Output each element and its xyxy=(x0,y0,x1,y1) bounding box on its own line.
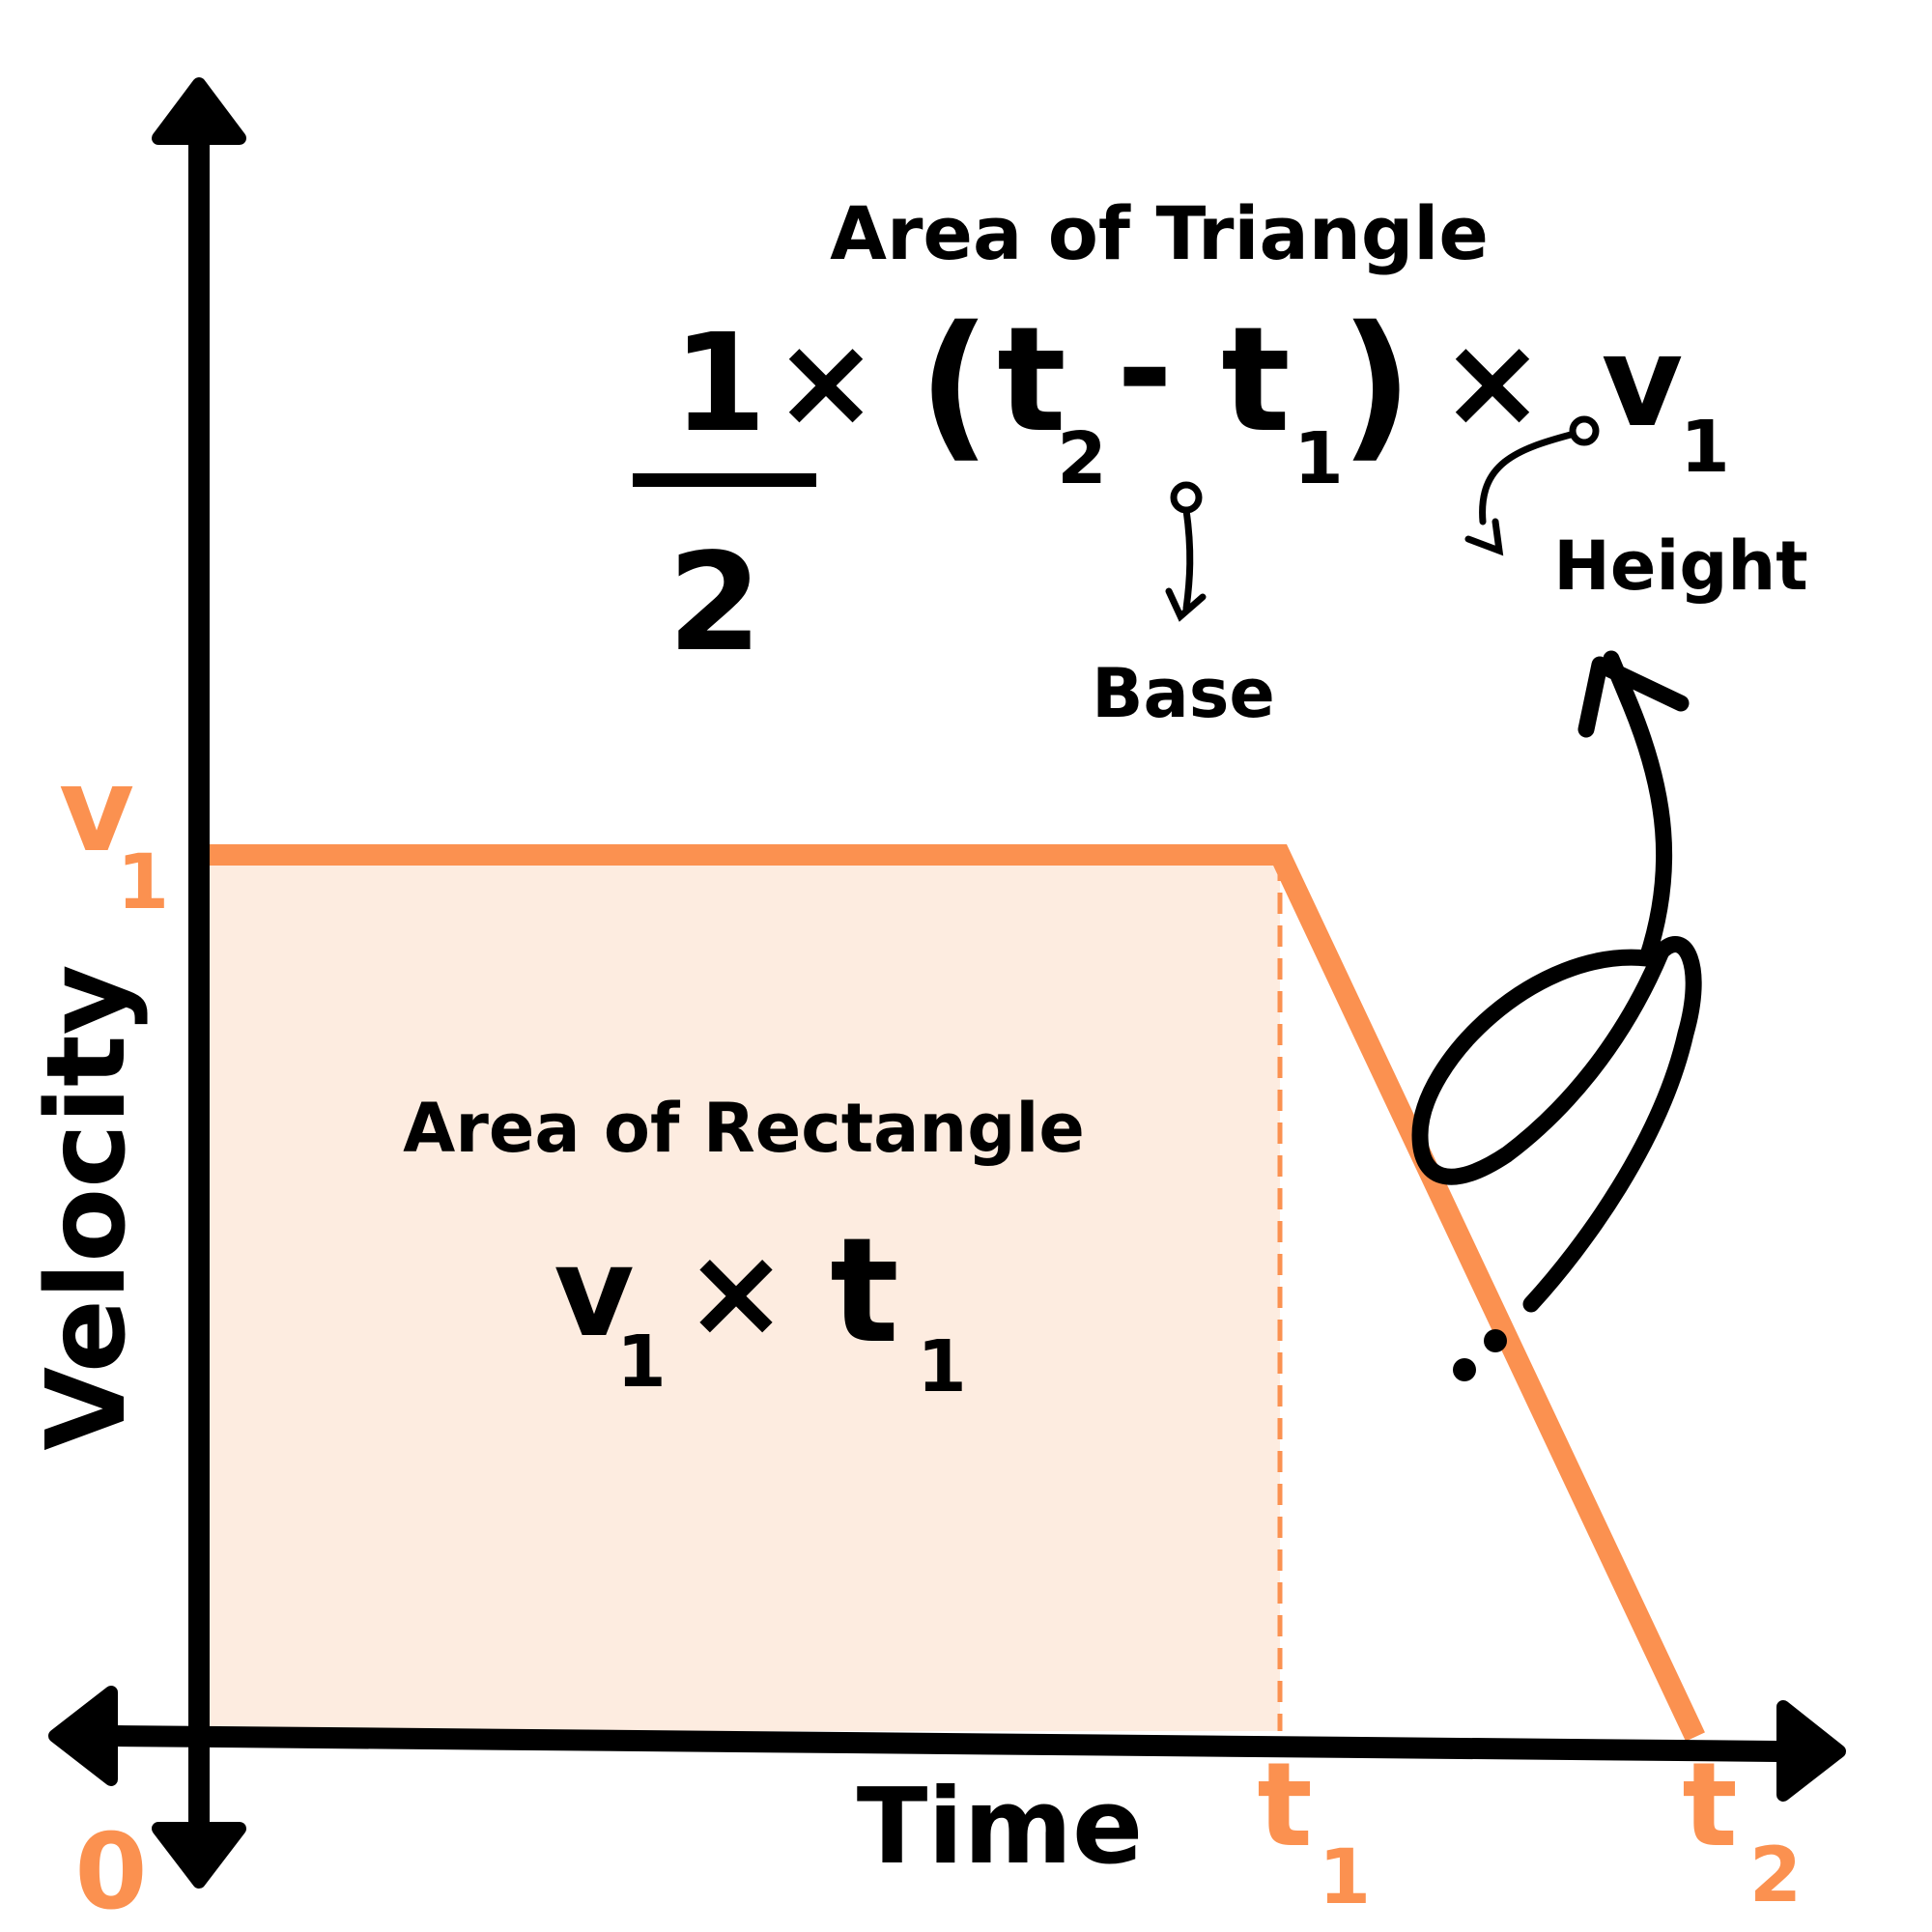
t1-axis-subscript: 1 xyxy=(1319,1834,1371,1921)
x-axis xyxy=(115,1725,1778,1762)
tri-times-1: × xyxy=(774,308,879,455)
decorative-dots xyxy=(1453,1329,1507,1381)
tri-t2-sub: 2 xyxy=(1057,417,1107,500)
height-pointer-arrow xyxy=(1464,415,1600,556)
rectangle-formula: v 1 × t 1 xyxy=(554,1208,966,1408)
y-axis-arrow-up xyxy=(152,77,246,145)
tri-numerator: 1 xyxy=(672,305,766,463)
x-axis-arrow-right xyxy=(1776,1700,1846,1802)
triangle-area-title: Area of Triangle xyxy=(830,190,1489,276)
rect-v1-sub: 1 xyxy=(616,1321,667,1404)
y-axis-arrow-down xyxy=(152,1822,246,1889)
rectangle-area xyxy=(206,855,1280,1731)
v1-axis-subscript: 1 xyxy=(117,839,169,926)
height-label: Height xyxy=(1553,526,1807,606)
loop-arrow xyxy=(1411,650,1702,1313)
t1-axis-label: t xyxy=(1257,1739,1312,1873)
x-axis-label: Time xyxy=(857,1767,1143,1888)
tri-v1-sub: 1 xyxy=(1680,406,1730,489)
t2-axis-subscript: 2 xyxy=(1749,1833,1802,1919)
tri-denominator: 2 xyxy=(668,525,761,682)
tri-close-paren: ) xyxy=(1340,292,1412,477)
origin-label: 0 xyxy=(74,1812,147,1932)
velocity-line xyxy=(206,844,1705,1742)
base-pointer-arrow xyxy=(1165,481,1207,622)
tri-t1-sub: 1 xyxy=(1293,417,1344,500)
tri-t2: t xyxy=(997,297,1066,465)
x-axis-arrow-left xyxy=(48,1686,118,1786)
rect-v1: v xyxy=(554,1221,634,1365)
rect-t1: t xyxy=(830,1208,899,1376)
y-axis-label: Velocity xyxy=(24,964,150,1450)
triangle-formula: 1 2 × ( t 2 - t 1 ) × v 1 xyxy=(633,291,1730,682)
tri-minus: - xyxy=(1117,291,1173,448)
rect-times: × xyxy=(684,1221,787,1365)
v1-axis-label: v xyxy=(59,744,134,878)
base-label: Base xyxy=(1092,654,1275,733)
tri-v1: v xyxy=(1602,308,1684,455)
tri-open-paren: ( xyxy=(918,292,990,477)
tri-t1: t xyxy=(1221,297,1291,465)
t2-axis-label: t xyxy=(1682,1739,1737,1873)
rect-t1-sub: 1 xyxy=(917,1325,967,1408)
tri-times-2: × xyxy=(1440,308,1546,455)
rectangle-area-title: Area of Rectangle xyxy=(403,1089,1085,1168)
